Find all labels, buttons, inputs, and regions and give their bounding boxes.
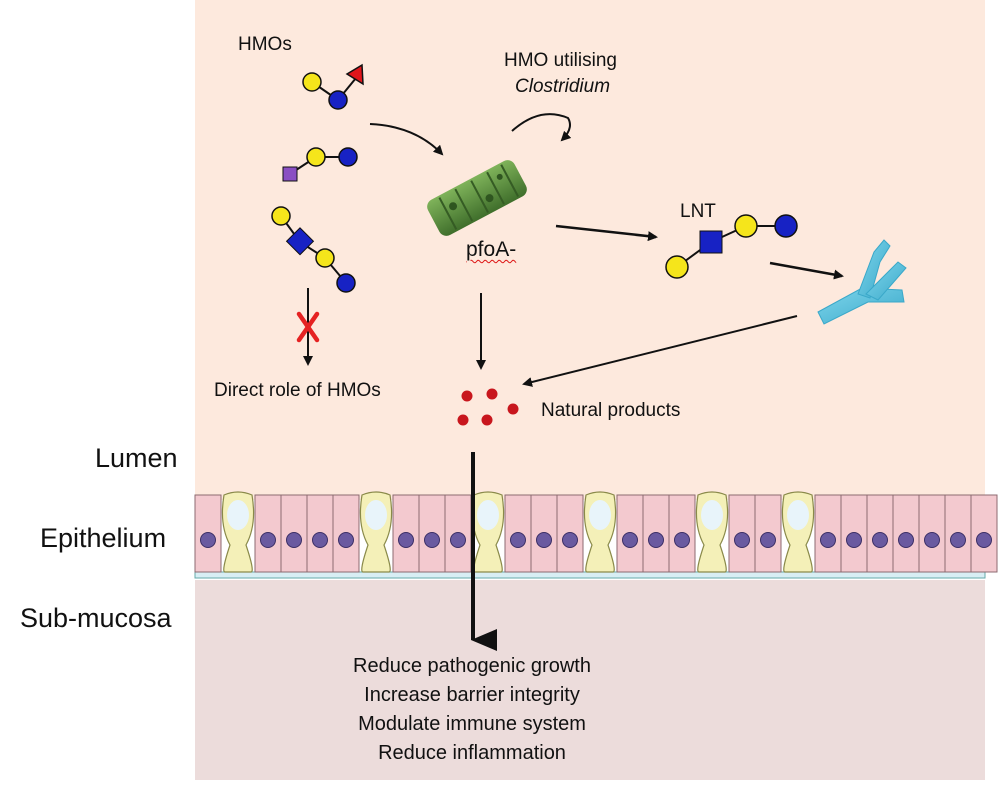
cell-nucleus (760, 532, 776, 548)
cell-nucleus (820, 532, 836, 548)
hmo-utilising-label: HMO utilising (504, 50, 617, 71)
epithelium-layer (194, 491, 998, 579)
cell-nucleus (260, 532, 276, 548)
goblet-mucus (227, 500, 249, 530)
goblet-mucus (589, 500, 611, 530)
cell-nucleus (872, 532, 888, 548)
sialic-acid-square-icon (282, 166, 298, 182)
hmos-label: HMOs (238, 34, 292, 55)
submucosa-label: Sub-mucosa (20, 603, 172, 633)
cell-nucleus (312, 532, 328, 548)
bifidobacterium-icon (817, 239, 907, 325)
arrow-hmos-to-clostridium (369, 123, 444, 156)
arrow-bifido-to-products (522, 315, 798, 387)
cell-nucleus (898, 532, 914, 548)
pfoa-text: pfoA- (466, 238, 517, 261)
hmo-glycan-1 (302, 63, 364, 110)
cell-nucleus (450, 532, 466, 548)
cell-nucleus (398, 532, 414, 548)
goblet-mucus (365, 500, 387, 530)
cell-nucleus (674, 532, 690, 548)
goblet-mucus (701, 500, 723, 530)
glcnac-square-icon (285, 227, 315, 256)
arrow-clostridium-loop (511, 113, 572, 142)
clostridium-bacterium-icon (427, 160, 527, 236)
cell-nucleus (200, 532, 216, 548)
cell-nucleus (734, 532, 750, 548)
cell-nucleus (924, 532, 940, 548)
cell-nucleus (846, 532, 862, 548)
natural-products-label: Natural products (541, 400, 681, 421)
cell-nucleus (536, 532, 552, 548)
goblet-mucus (477, 500, 499, 530)
outcome-item: Reduce inflammation (378, 742, 566, 764)
cell-nucleus (648, 532, 664, 548)
outcomes-list: Reduce pathogenic growth Increase barrie… (262, 652, 682, 768)
outcome-item: Increase barrier integrity (364, 684, 580, 706)
cell-nucleus (424, 532, 440, 548)
cell-nucleus (562, 532, 578, 548)
fucose-triangle-icon (345, 63, 364, 86)
natural-products-dots (457, 388, 519, 426)
direct-role-label: Direct role of HMOs (214, 380, 381, 401)
cell-nucleus (338, 532, 354, 548)
pfoa-label: pfoA- (466, 238, 516, 262)
cell-nucleus (976, 532, 992, 548)
cell-nucleus (950, 532, 966, 548)
cell-nucleus (622, 532, 638, 548)
lnt-label: LNT (680, 201, 716, 222)
submucosa-background (195, 580, 985, 780)
goblet-mucus (787, 500, 809, 530)
blocked-x-icon (296, 311, 320, 343)
outcome-item: Modulate immune system (358, 713, 586, 735)
hmo-glycan-2 (282, 147, 358, 182)
arrow-clostridium-to-lnt (555, 224, 658, 242)
cell-nucleus (510, 532, 526, 548)
lnt-glycan (665, 214, 798, 279)
epithelium-label: Epithelium (40, 523, 167, 553)
arrow-lnt-to-bifido (769, 261, 844, 280)
lumen-label: Lumen (95, 443, 178, 473)
clostridium-label: Clostridium (515, 76, 611, 97)
outcome-item: Reduce pathogenic growth (353, 655, 591, 677)
hmo-glycan-3 (271, 206, 356, 293)
cell-nucleus (286, 532, 302, 548)
